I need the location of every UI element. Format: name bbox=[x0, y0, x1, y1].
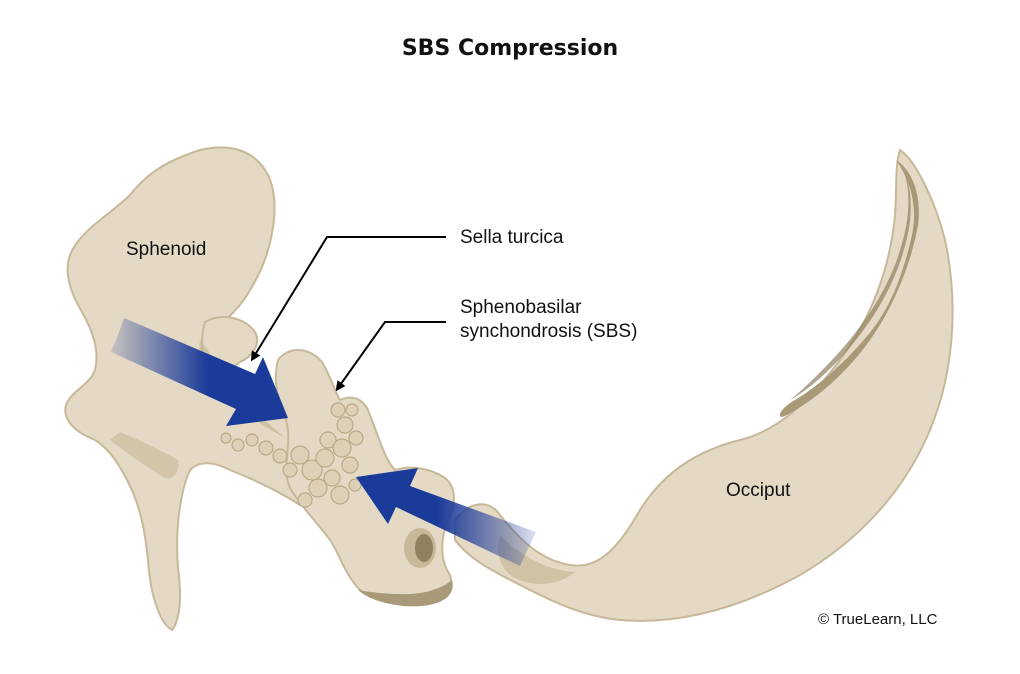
occiput-label: Occiput bbox=[726, 480, 791, 501]
sphenobasilar-synchondrosis bbox=[220, 402, 364, 508]
sbs-label-line2: synchondrosis (SBS) bbox=[460, 321, 637, 342]
sphenoid-compression-arrow bbox=[111, 318, 288, 426]
sella-turcica-leader-line bbox=[250, 236, 446, 362]
sella-turcica-label: Sella turcica bbox=[460, 227, 564, 248]
sbs-leader-line bbox=[335, 321, 446, 392]
copyright-credit: © TrueLearn, LLC bbox=[818, 611, 938, 628]
sbs-label-line1: Sphenobasilar bbox=[460, 297, 582, 318]
occiput-compression-arrow bbox=[356, 468, 536, 566]
occiput-bone bbox=[454, 148, 954, 622]
diagram-title: SBS Compression bbox=[402, 36, 618, 61]
sphenoid-label: Sphenoid bbox=[126, 239, 206, 260]
